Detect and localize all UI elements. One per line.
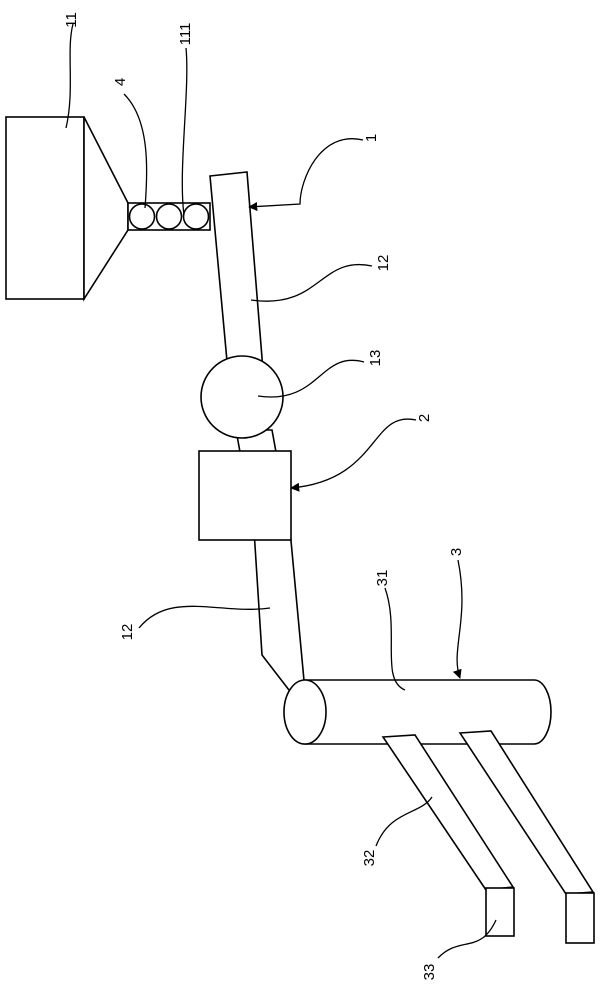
label-11: 11 xyxy=(63,12,80,28)
roller-1 xyxy=(130,204,155,229)
cylinder xyxy=(284,680,551,744)
box-unit xyxy=(199,451,291,540)
label-4: 4 xyxy=(112,78,129,86)
label-1: 1 xyxy=(363,134,380,142)
label-13: 13 xyxy=(367,350,384,367)
label-31: 31 xyxy=(374,570,391,587)
roller-2 xyxy=(157,204,182,229)
leader-4 xyxy=(124,94,147,208)
label-33: 33 xyxy=(421,964,438,981)
leader-2 xyxy=(291,419,416,488)
leader-111 xyxy=(182,48,187,215)
label-3: 3 xyxy=(448,548,465,556)
leader-1 xyxy=(249,139,363,207)
label-2: 2 xyxy=(416,414,433,422)
leader-12-upper xyxy=(251,265,372,302)
label-32: 32 xyxy=(361,850,378,867)
feed-section xyxy=(128,203,210,230)
lower-pipe xyxy=(254,530,306,703)
leader-32 xyxy=(376,797,432,846)
hopper xyxy=(6,117,128,299)
leader-3 xyxy=(457,560,462,678)
label-12-lower: 12 xyxy=(119,624,136,641)
leader-11 xyxy=(66,24,73,128)
label-12-upper: 12 xyxy=(375,255,392,272)
roller-3 xyxy=(184,204,209,229)
label-111: 111 xyxy=(177,23,194,46)
leader-12-lower xyxy=(139,606,270,628)
leader-31 xyxy=(385,588,405,690)
upper-pipe xyxy=(210,172,263,372)
